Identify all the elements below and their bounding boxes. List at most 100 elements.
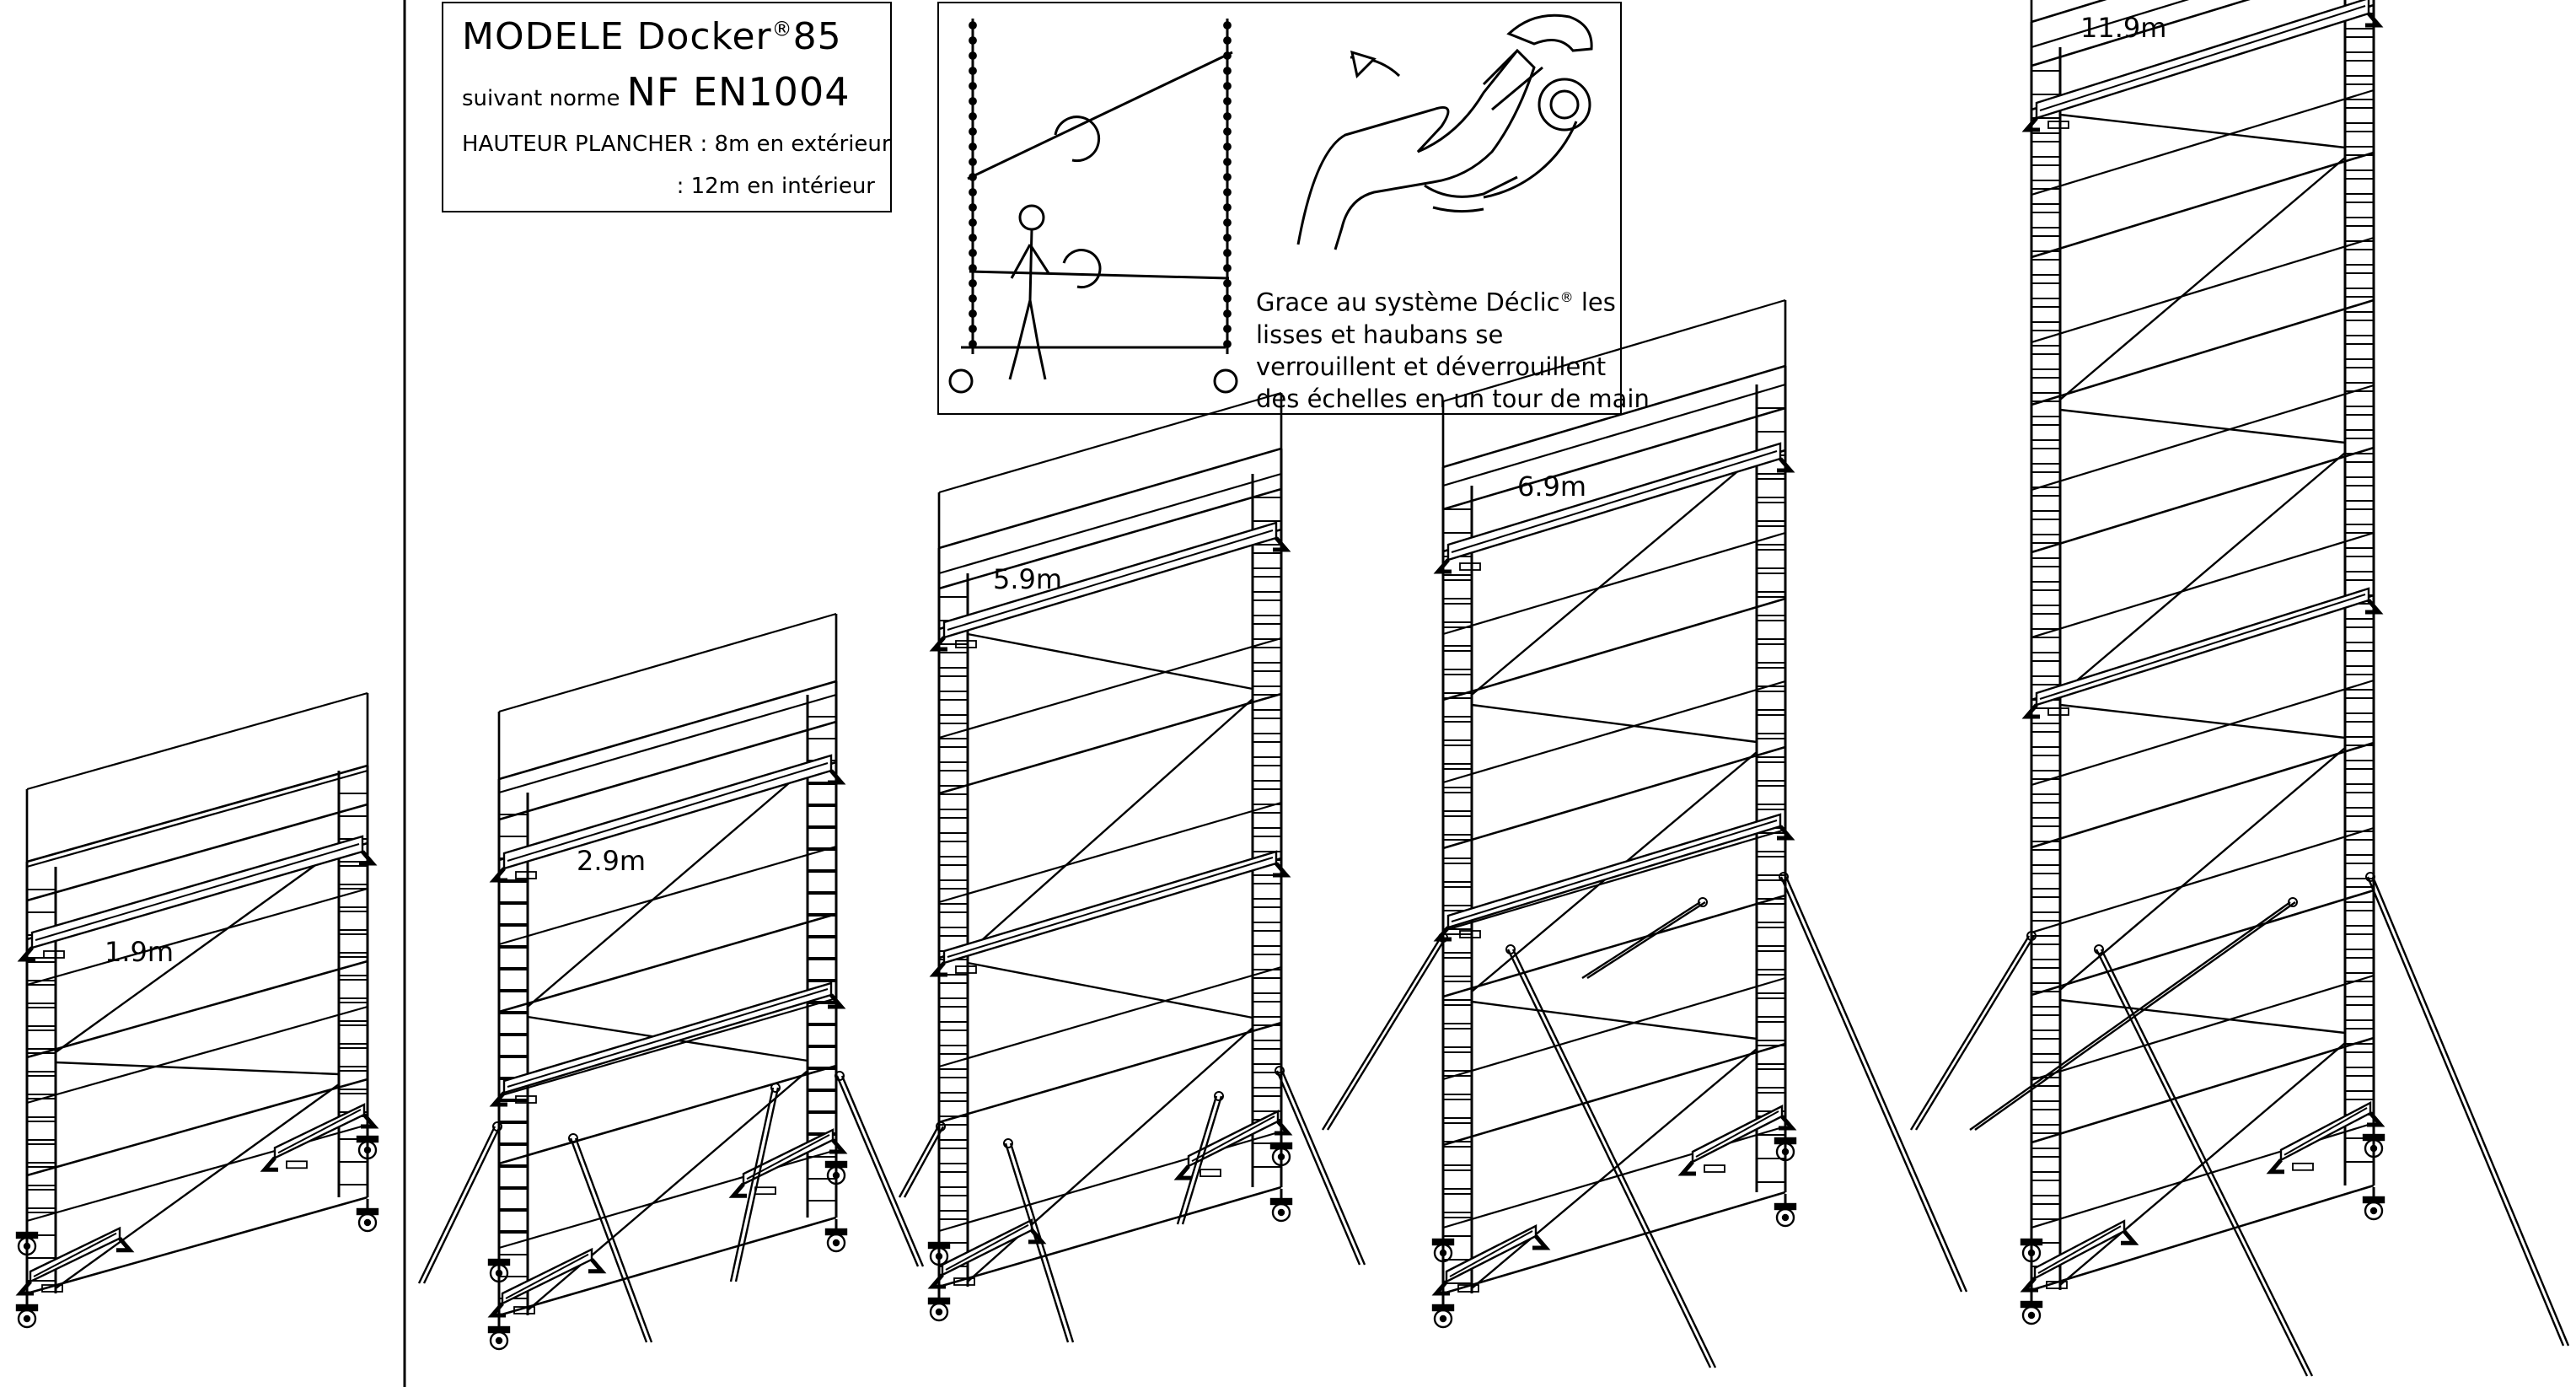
post-lug [1223, 234, 1232, 242]
horizontal-bar [26, 1196, 368, 1295]
post-lug [969, 279, 977, 288]
guard-rail [498, 612, 837, 713]
guard-rail [1442, 364, 1786, 469]
post-lug [1223, 309, 1232, 318]
horizontal-bar [498, 1064, 837, 1165]
post-lug [1223, 340, 1232, 348]
horizontal-bar [2031, 1184, 2375, 1292]
hand [1296, 48, 1536, 250]
post-lug [969, 82, 977, 90]
platform-deck [489, 754, 846, 883]
castor-wheel [1269, 1133, 1293, 1167]
diagonal-bar [967, 51, 1233, 180]
castor-wheel [2362, 1187, 2385, 1221]
castor-wheel [356, 1126, 379, 1160]
guard-rail [1442, 406, 1786, 511]
stabiliser-leg [417, 1121, 502, 1284]
horizontal-bar [498, 845, 837, 946]
post-lug [1223, 218, 1232, 227]
post-lug [1223, 127, 1232, 136]
horizontal-bar [1442, 1191, 1786, 1295]
horizontal-bar [498, 1216, 837, 1317]
guard-rail [1442, 298, 1786, 403]
stabiliser-leg [2094, 944, 2314, 1377]
stabiliser-leg [729, 1083, 781, 1282]
height-label-5-9m: 5.9m [993, 563, 1063, 595]
horizontal-bar [2031, 151, 2375, 259]
diagonal-brace [55, 1061, 340, 1076]
horizontal-bar [938, 801, 1282, 904]
rotation-arrow [1062, 249, 1102, 289]
platform-deck [2266, 1101, 2385, 1175]
horizontal-bar [2031, 446, 2375, 554]
diagonal-brace [2059, 157, 2346, 401]
horizontal-bar [2031, 89, 2375, 196]
stabiliser-leg [1779, 872, 1968, 1293]
stabiliser-leg [1275, 1066, 1366, 1266]
post-lug [1223, 21, 1232, 30]
horizontal-bar [2031, 974, 2375, 1082]
floor-height-interior: : 12m en intérieur [676, 174, 875, 199]
post-lug [969, 218, 977, 227]
guard-rail [498, 720, 837, 821]
stabiliser-leg [568, 1133, 653, 1343]
horizontal-bar [26, 887, 368, 986]
post-lug [1223, 82, 1232, 90]
diagonal-brace [527, 766, 808, 1008]
platform-deck [1433, 442, 1795, 574]
diagonal-brace [527, 1070, 808, 1311]
post-lug [1223, 294, 1232, 303]
horizontal-bar [1442, 680, 1786, 784]
platform-deck [929, 521, 1291, 652]
declic-caption: Grace au système Déclic® les lisses et h… [1256, 288, 1650, 413]
horizontal-bar [938, 472, 1282, 575]
guard-rail [938, 391, 1282, 494]
height-label-2-9m: 2.9m [577, 845, 647, 877]
post-lug [969, 142, 977, 151]
guard-rail [2031, 0, 2251, 67]
hand-fingers [1424, 175, 1518, 213]
diagonal-brace [2059, 998, 2346, 1035]
diagonal-brace [1471, 703, 1758, 744]
castor-wheel [2362, 1125, 2385, 1159]
horizontal-bar [1442, 531, 1786, 636]
diagonal-brace [2059, 452, 2346, 696]
horizontal-bar [498, 997, 837, 1098]
guard-rail [498, 680, 837, 781]
post-lug [969, 249, 977, 257]
wheel [1213, 368, 1238, 394]
post-lug [1223, 249, 1232, 257]
post-lug [969, 325, 977, 333]
height-label-11-9m: 11.9m [2080, 12, 2167, 44]
rotation-arrow-large [1483, 121, 1578, 199]
horizontal-bar [26, 1078, 368, 1177]
castor-wheel [927, 1288, 951, 1322]
post-lug [1223, 142, 1232, 151]
diagonal-brace [1471, 454, 1758, 696]
castor-wheel [356, 1199, 379, 1233]
stabiliser-leg [1581, 897, 1708, 980]
diagonal-brace [2059, 703, 2346, 739]
post-lug [969, 112, 977, 121]
horizontal-bar [2031, 826, 2375, 934]
horizontal-bar [938, 1021, 1282, 1124]
horizontal-bar [2031, 0, 2190, 49]
castor-wheel [487, 1317, 511, 1351]
diagonal-brace [55, 1083, 340, 1289]
tube-section [1538, 78, 1591, 132]
platform-deck [1431, 1224, 1551, 1296]
tower-11-9m [1909, 0, 2570, 1377]
guard-rail [26, 803, 368, 902]
stabiliser-leg [1969, 897, 2298, 1131]
post-lug [1223, 188, 1232, 196]
post-lug [1223, 112, 1232, 121]
guard-rail [26, 764, 368, 863]
horizontal-bar [938, 637, 1282, 739]
stabiliser-leg [1505, 944, 1717, 1368]
arrowhead [1350, 50, 1377, 79]
horizontal-bar [498, 693, 837, 794]
guard-rail [2031, 0, 2107, 24]
platform-deck [15, 1226, 135, 1296]
